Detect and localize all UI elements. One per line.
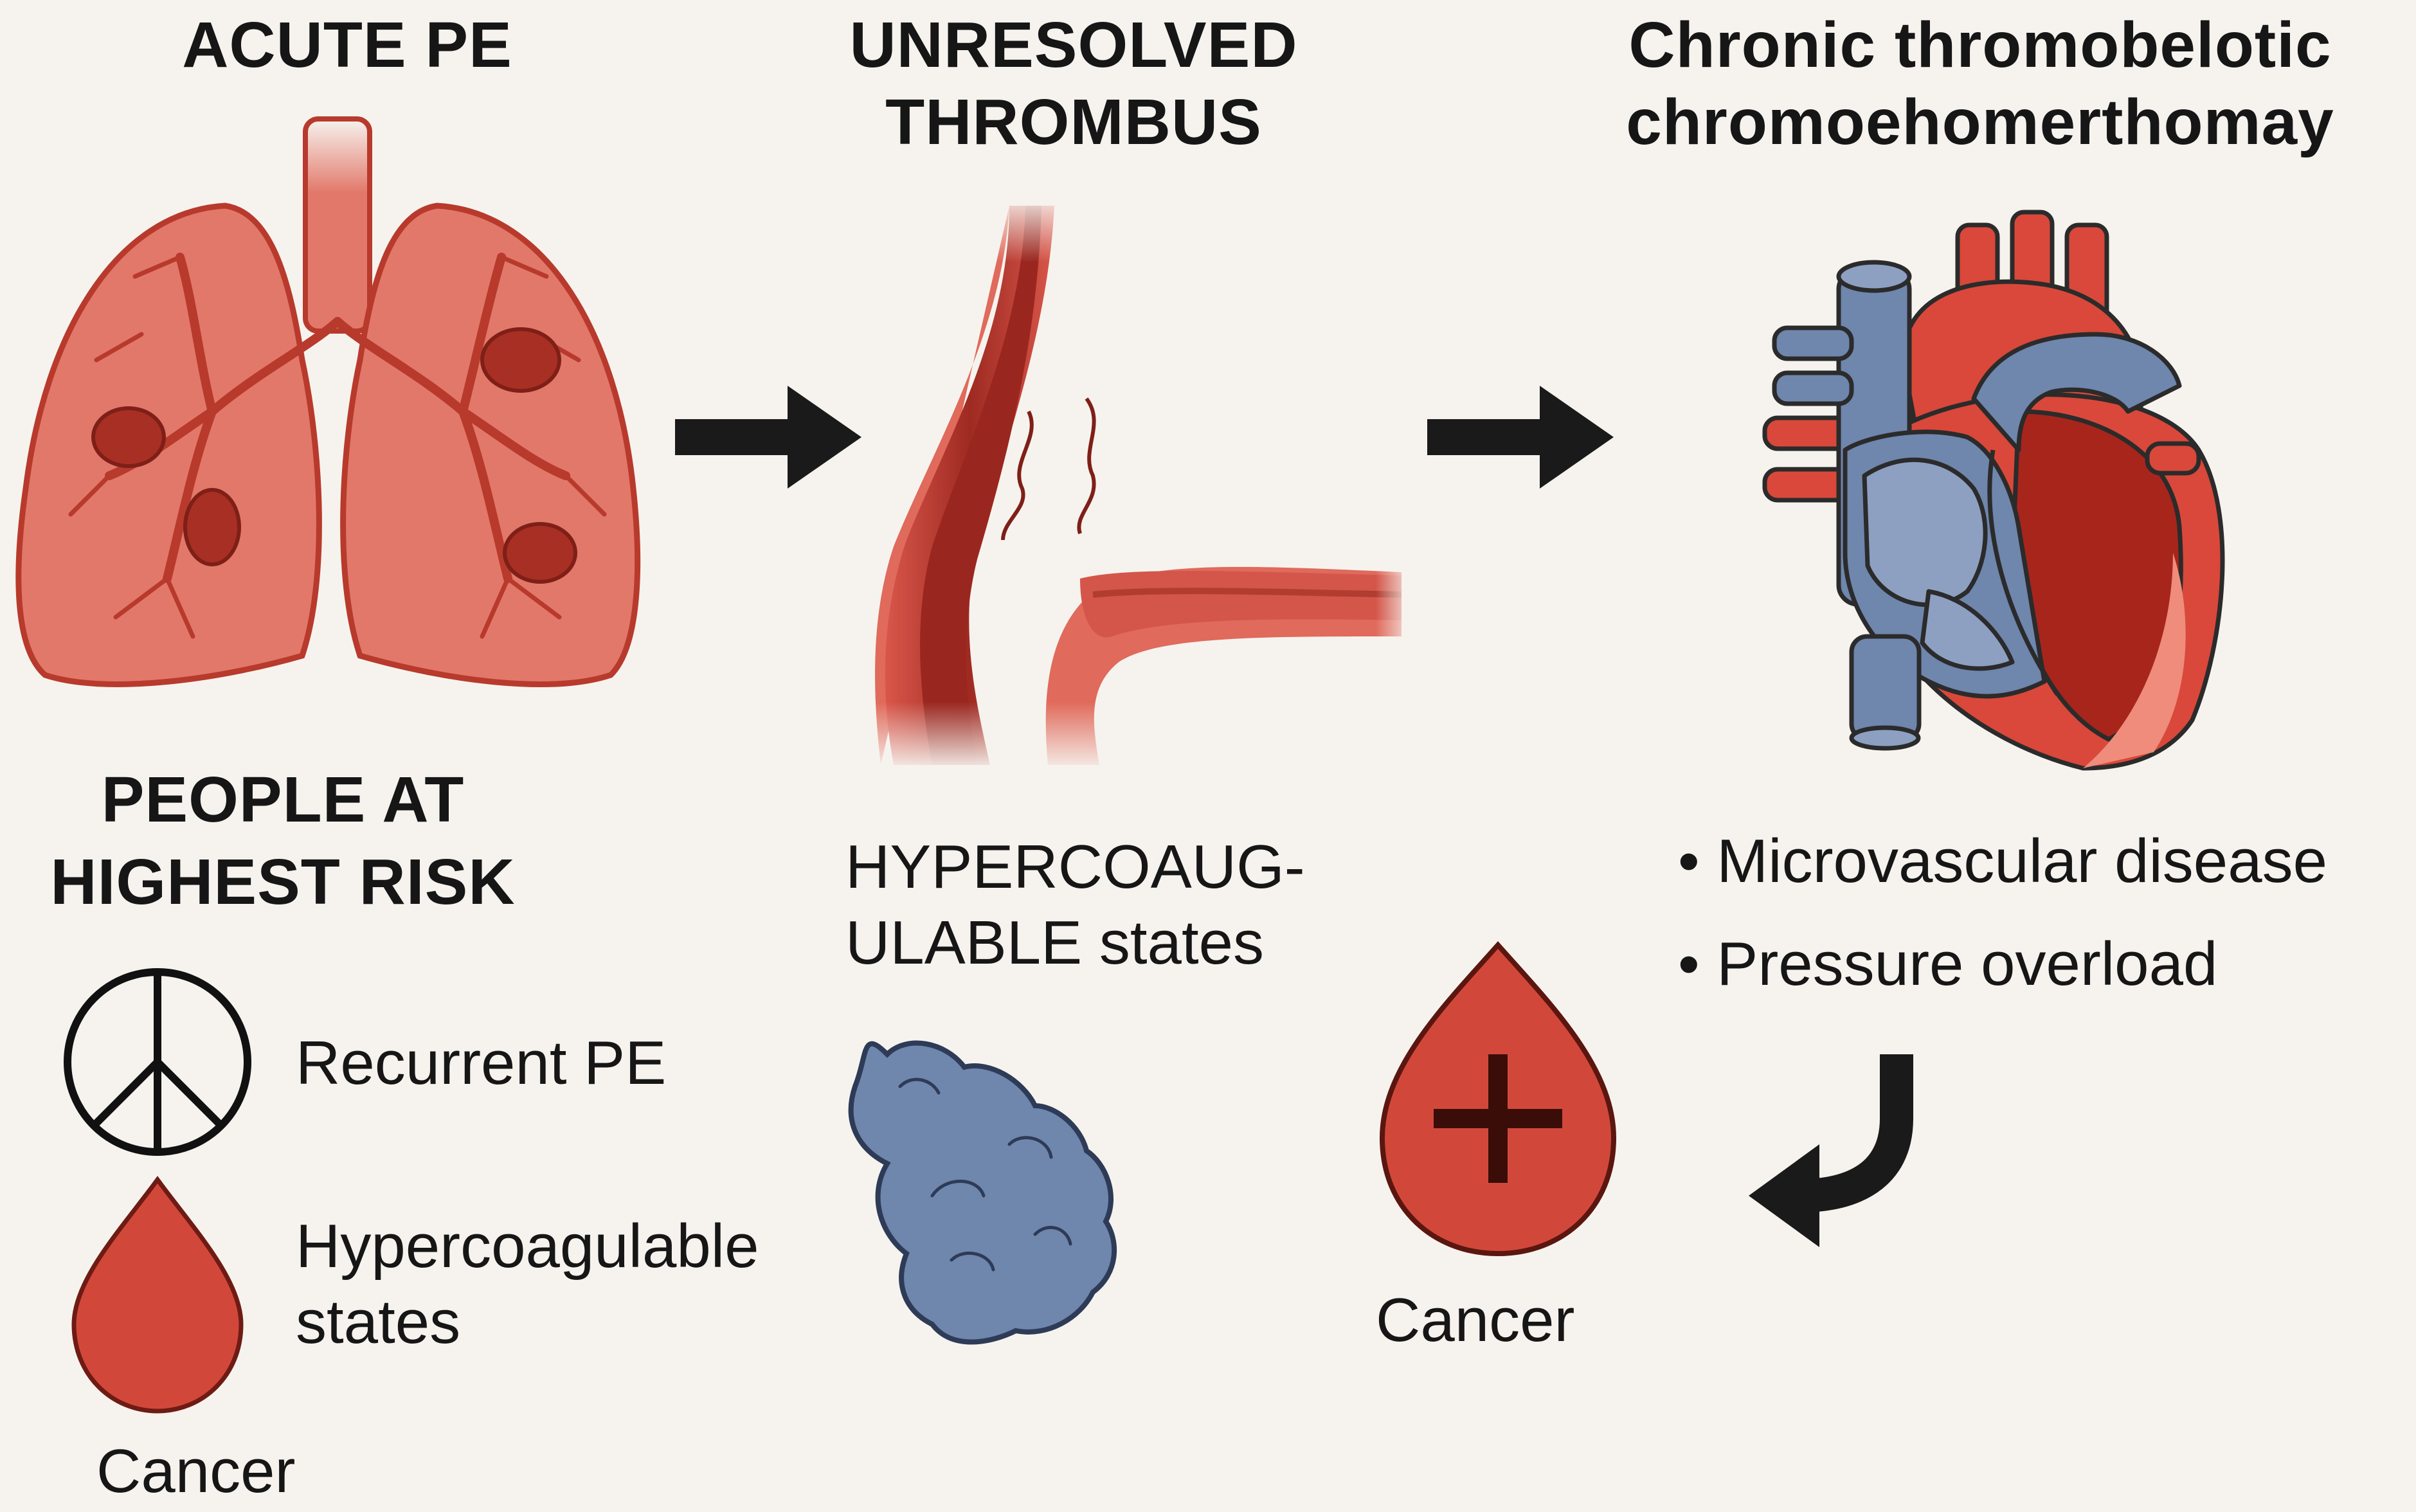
unresolved-title-line2: THROMBUS (885, 86, 1262, 158)
right-cancer-label: Cancer (1376, 1286, 1575, 1354)
bullet-dot: • (1678, 930, 1717, 998)
clot-icon (848, 1040, 1117, 1345)
chronic-title-line1: Chronic thromobelotic (1628, 9, 2332, 81)
risk-cancer-label: Cancer (96, 1437, 296, 1506)
acute-pe-title: ACUTE PE (182, 9, 512, 81)
risk-title: PEOPLE AT HIGHEST RISK (0, 759, 566, 923)
peace-sign-icon (64, 968, 251, 1156)
lungs-icon (15, 116, 641, 687)
bullet-item: • Pressure overload (1678, 913, 2327, 1016)
unresolved-title-line1: UNRESOLVED (849, 9, 1298, 81)
chronic-title: Chronic thromobelotic chromoehomerthomay (1556, 6, 2404, 161)
unresolved-thrombus-title: UNRESOLVED THROMBUS (759, 6, 1389, 161)
blood-drop-plus-icon (1379, 941, 1617, 1257)
chronic-title-line2: chromoehomerthomay (1626, 86, 2334, 158)
arrow-right-icon (1427, 386, 1614, 489)
bullet-list: • Microvascular disease • Pressure overl… (1678, 810, 2327, 1016)
hypercoagulable-label-line2: states (296, 1288, 461, 1356)
hypercoaug-label: HYPERCOAUG- ULABLE states (845, 829, 1305, 981)
risk-title-line2: HIGHEST RISK (50, 846, 516, 918)
hypercoagulable-label: Hypercoagulable states (296, 1209, 759, 1360)
hypercoaug-label-line1: HYPERCOAUG- (845, 833, 1305, 901)
bullet-item: • Microvascular disease (1678, 810, 2327, 913)
curved-arrow-icon (1749, 1054, 1913, 1247)
blood-vessel-icon (868, 193, 1414, 771)
hypercoaug-label-line2: ULABLE states (845, 908, 1264, 977)
bullet-text: Pressure overload (1717, 930, 2218, 998)
risk-title-line1: PEOPLE AT (101, 764, 465, 836)
bullet-text: Microvascular disease (1717, 827, 2327, 896)
blood-drop-icon (71, 1176, 244, 1414)
arrow-right-icon (675, 386, 861, 489)
heart-icon (1762, 210, 2225, 771)
hypercoagulable-label-line1: Hypercoagulable (296, 1212, 759, 1281)
bullet-dot: • (1678, 827, 1717, 896)
recurrent-pe-label: Recurrent PE (296, 1029, 667, 1097)
